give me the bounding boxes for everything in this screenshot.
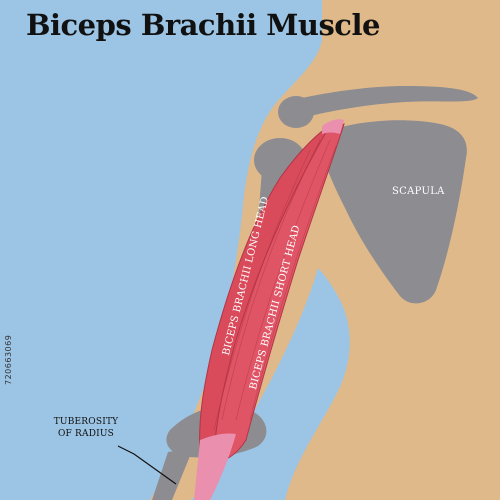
muscle-fibers [213,139,337,431]
distal-tendon [194,433,236,500]
diagram-title: Biceps Brachii Muscle [26,8,380,42]
clavicle-bone [300,86,478,116]
radius-bone [152,451,190,500]
proximal-tendon [322,119,344,134]
tuberosity-label-line1: TUBEROSITY [53,417,119,427]
tuberosity-label: TUBEROSITY OF RADIUS [44,416,128,440]
tuberosity-pointer-line [117,445,177,485]
tuberosity-label-line2: OF RADIUS [57,429,115,439]
scapula-label: SCAPULA [392,186,445,197]
scapula-bone [322,120,467,304]
acromion-bone [278,96,314,128]
stock-id-watermark: 720663069 [4,334,13,385]
